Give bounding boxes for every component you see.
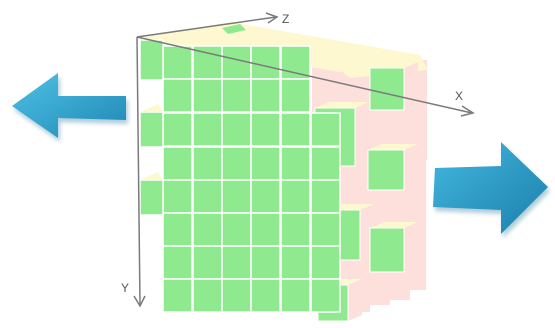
voxel-cell: [250, 45, 281, 80]
voxel-cell: [221, 245, 252, 280]
voxel-cell-left: [139, 39, 164, 81]
voxel-cell-left: [139, 111, 164, 148]
voxel-cell: [280, 245, 311, 280]
voxel-cell: [162, 179, 193, 214]
voxel-cell: [250, 278, 281, 313]
voxel-cell: [192, 179, 223, 214]
voxel-cell: [250, 146, 281, 181]
cube-top-face: [370, 222, 418, 228]
voxel-cell: [280, 212, 311, 247]
cube-front-face: [369, 227, 405, 273]
z-axis-line: [136, 16, 277, 38]
voxel-cell: [192, 112, 223, 147]
y-axis-label: Y: [121, 281, 129, 295]
move-right-arrow-icon: [433, 142, 550, 238]
voxel-cell: [310, 245, 341, 280]
voxel-cell: [192, 146, 223, 181]
voxel-cell: [280, 179, 311, 214]
cube-top-face: [368, 144, 418, 150]
voxel-cell: [250, 78, 281, 113]
voxel-cell: [310, 146, 341, 181]
voxel-cell: [310, 179, 341, 214]
cube-side-face: [348, 279, 362, 321]
voxel-cell: [280, 112, 311, 147]
voxel-cell: [162, 78, 193, 113]
voxel-cell: [162, 112, 193, 147]
y-axis-arrowhead: [133, 295, 146, 308]
voxel-cell: [280, 278, 311, 313]
cube-side-face: [404, 62, 418, 110]
voxel-cell: [280, 45, 311, 80]
voxel-cell: [310, 212, 341, 247]
voxel-cell: [280, 78, 311, 113]
x-axis-label: X: [455, 89, 463, 103]
axes: X Y Z: [121, 12, 475, 308]
top-face: [140, 104, 163, 112]
cube-side-face: [404, 144, 418, 190]
top-marker-cell: [222, 24, 246, 34]
x-axis-line: [136, 36, 473, 114]
voxel-cell: [221, 78, 252, 113]
cube-side-face: [355, 102, 369, 166]
voxel-cell: [162, 212, 193, 247]
cube-top-face: [315, 102, 369, 108]
voxel-cell-left: [139, 179, 164, 216]
move-left-arrow-icon: [12, 73, 128, 142]
voxel-cell: [310, 112, 341, 147]
top-face: [140, 172, 163, 180]
voxel-cell: [192, 278, 223, 313]
y-axis-line: [136, 36, 141, 306]
voxel-cell: [221, 179, 252, 214]
voxel-cell: [162, 45, 193, 80]
voxel-cell: [280, 146, 311, 181]
x-axis-arrowhead: [460, 105, 475, 117]
cube-side-face: [404, 222, 418, 272]
voxel-cell: [162, 245, 193, 280]
z-axis-label: Z: [282, 12, 289, 26]
voxel-cell: [221, 212, 252, 247]
voxel-cell: [162, 146, 193, 181]
cube-top-face: [370, 62, 418, 68]
voxel-cell: [310, 278, 341, 313]
voxel-cell: [250, 212, 281, 247]
voxel-cell: [162, 278, 193, 313]
cube-front-face: [369, 67, 405, 111]
voxel-cell: [221, 146, 252, 181]
voxel-cell: [221, 112, 252, 147]
voxel-cell: [192, 78, 223, 113]
voxel-cell: [250, 179, 281, 214]
voxel-cell: [192, 245, 223, 280]
cube-front-face: [367, 149, 405, 191]
voxel-cube-stack: [139, 22, 428, 322]
voxel-cell: [192, 212, 223, 247]
voxel-cell: [221, 278, 252, 313]
voxel-cell: [250, 112, 281, 147]
z-axis-arrowhead: [265, 12, 279, 24]
voxel-cell: [250, 245, 281, 280]
